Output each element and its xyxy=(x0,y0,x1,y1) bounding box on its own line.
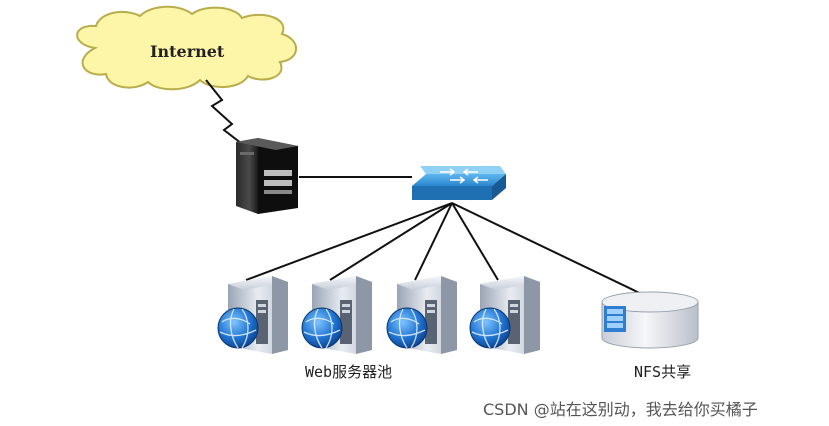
web-server-globe-icon xyxy=(469,276,540,354)
nfs-storage-icon xyxy=(601,291,699,349)
nfs-label: NFS共享 xyxy=(634,363,692,381)
tower-server-icon xyxy=(236,138,298,214)
internet-cloud xyxy=(76,5,297,91)
watermark-text: CSDN @站在这别动，我去给你买橘子 xyxy=(483,400,758,419)
web-server-globe-icon xyxy=(386,276,457,354)
fanout-lines xyxy=(245,202,651,299)
web-server-globe-icon xyxy=(301,276,372,354)
internet-link xyxy=(205,79,251,151)
network-switch-icon xyxy=(412,166,506,200)
web-server-globe-icon xyxy=(217,276,288,354)
internet-label: Internet xyxy=(150,42,225,61)
web-pool-label: Web服务器池 xyxy=(305,363,393,381)
